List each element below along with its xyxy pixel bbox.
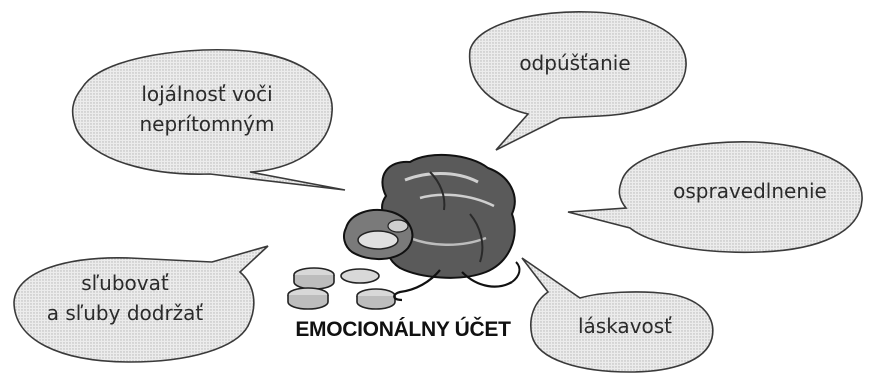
bubble-text-apology: ospravedlnenie bbox=[640, 176, 860, 206]
loyalty-line-1: lojálnosť voči bbox=[92, 79, 322, 109]
speech-bubble-forgiveness bbox=[470, 12, 686, 150]
bubble-text-promises: sľubovať a sľuby dodržať bbox=[10, 268, 240, 328]
emotional-account-title: EMOCIONÁLNY ÚČET bbox=[268, 318, 538, 342]
promises-line-1: sľubovať bbox=[10, 268, 240, 298]
bubble-text-loyalty: lojálnosť voči neprítomným bbox=[92, 79, 322, 139]
bubble-text-forgiveness: odpúšťanie bbox=[470, 48, 680, 78]
money-bag-icon bbox=[288, 155, 519, 309]
coin-icon bbox=[341, 269, 379, 283]
bubble-text-kindness: láskavosť bbox=[540, 311, 710, 341]
promises-line-2: a sľuby dodržať bbox=[10, 298, 240, 328]
loyalty-line-2: neprítomným bbox=[92, 109, 322, 139]
